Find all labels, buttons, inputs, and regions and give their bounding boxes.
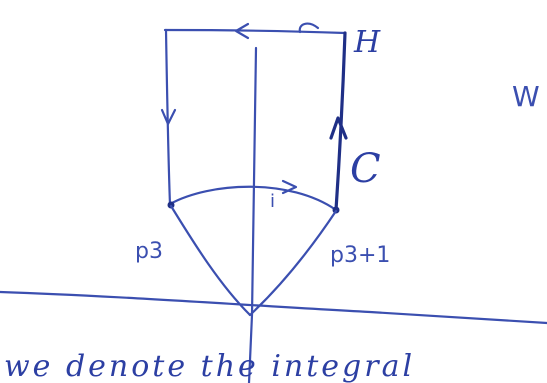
right-arrow-up xyxy=(329,116,348,140)
top-hook xyxy=(298,22,320,34)
bottom-handwritten-text: we denote the integral xyxy=(4,349,415,383)
label-edge-c: C xyxy=(350,146,381,192)
label-top-right: H xyxy=(353,25,381,60)
label-bottom-left: p3 xyxy=(135,239,163,264)
contour-bottom-arc xyxy=(168,185,338,212)
contour-right-edge xyxy=(334,31,347,212)
wedge-right-side xyxy=(248,209,338,317)
label-bottom-right: p3+1 xyxy=(330,243,390,268)
label-center-i: i xyxy=(270,191,275,212)
vertical-axis xyxy=(247,46,258,383)
wedge-left-side xyxy=(169,204,252,317)
top-arrow-left xyxy=(234,22,250,40)
label-margin-w: W xyxy=(512,80,540,113)
contour-top-edge xyxy=(163,28,347,35)
contour-left-edge xyxy=(164,28,172,207)
horizontal-axis xyxy=(0,290,547,325)
arc-arrow xyxy=(281,179,298,195)
left-arrow-down xyxy=(160,108,177,126)
